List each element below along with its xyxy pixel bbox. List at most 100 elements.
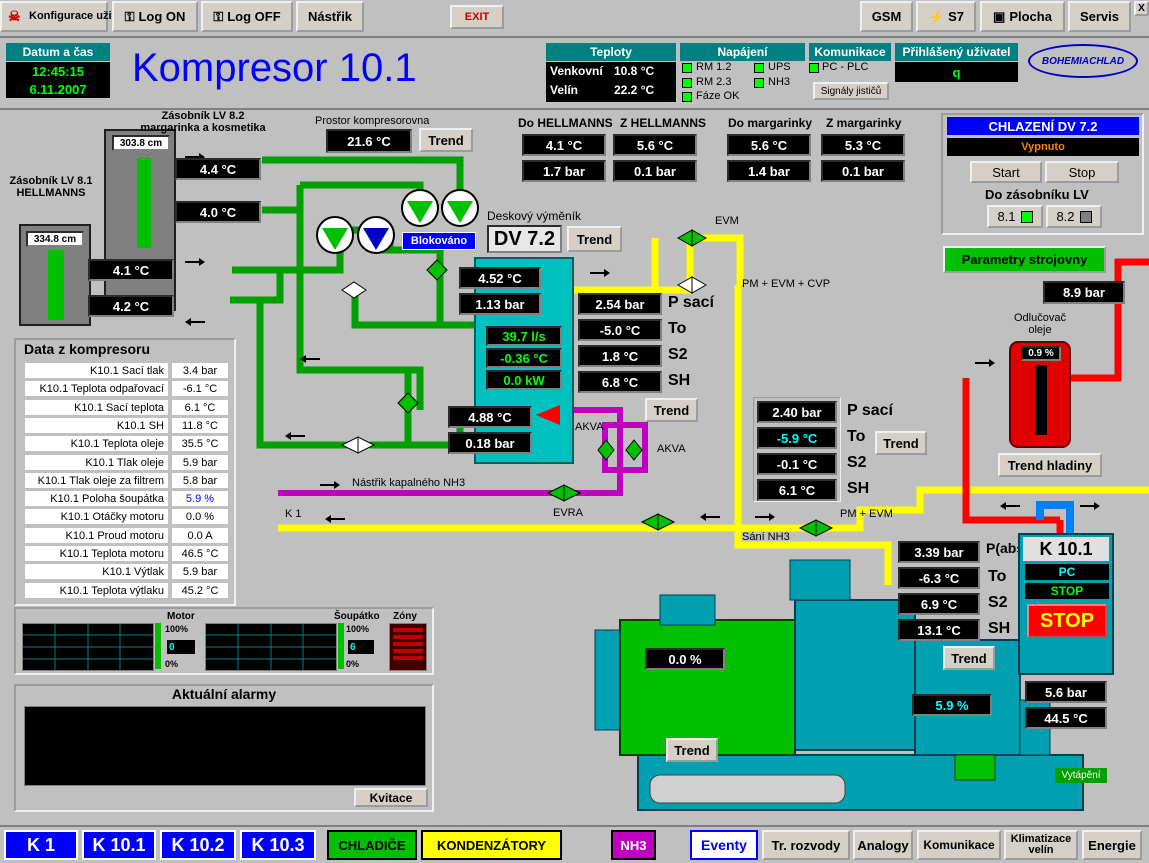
tank-81-select-button[interactable]: 8.1 [987,205,1043,228]
nav-nh3[interactable]: NH3 [611,830,656,860]
alarms-list[interactable] [24,706,426,786]
tank-82-select-button[interactable]: 8.2 [1046,205,1102,228]
logged-user-header: Přihlášený uživatel [895,43,1018,61]
slide-bar [338,623,344,669]
k101-trend-button[interactable]: Trend [943,646,995,670]
user-config-button[interactable]: ☠ Konfigurace uživatelů [0,1,143,32]
desktop-button[interactable]: ▣Plocha [980,1,1065,32]
row-value: 5.9 bar [171,453,229,471]
suction2-to: -5.9 °C [757,427,837,449]
k101-pressure: 3.39 bar [898,541,980,563]
service-button[interactable]: Servis [1068,1,1131,32]
header-divider [0,108,1149,110]
separator-pressure: 8.9 bar [1043,281,1125,304]
row-value: 35.5 °C [171,435,229,453]
blocked-badge: Blokováno [402,232,476,250]
nh3-led [754,78,764,88]
row-label: K10.1 Tlak oleje za filtrem [24,471,169,489]
exit-button[interactable]: EXIT [450,5,504,29]
row-value: 3.4 bar [171,362,229,379]
slide-position: 5.9 % [912,694,992,716]
nav-k103[interactable]: K 10.3 [240,830,316,860]
suction1-s2: 1.8 °C [578,345,662,367]
row-value: 5.9 bar [171,563,229,581]
s7-button[interactable]: ⚡S7 [916,1,976,32]
slide-value: 6 [348,640,374,654]
inactive-indicator-icon [1079,210,1092,223]
nav-klimatizace[interactable]: Klimatizace velín [1004,830,1078,860]
nav-energie[interactable]: Energie [1082,830,1142,860]
separator-label: Odlučovač oleje [1014,312,1066,336]
cooling-state: Vypnuto [947,138,1139,156]
k101-to: -6.3 °C [898,567,980,589]
tank-lv82-temp-in: 4.4 °C [175,158,261,180]
nav-events[interactable]: Eventy [690,830,758,860]
exchanger-temp-out: 4.88 °C [448,406,532,428]
suction2-pressure: 2.40 bar [757,401,837,423]
do-hellmanns-temp: 4.1 °C [522,134,606,156]
motor-trend-button[interactable]: Trend [666,738,718,762]
row-label: K10.1 Tlak oleje [24,453,169,471]
cooling-stop-button[interactable]: Stop [1045,161,1119,183]
nav-k1[interactable]: K 1 [4,830,78,860]
suction1-trend-button[interactable]: Trend [645,398,698,422]
faze-led [682,92,692,102]
nav-kondenzatory[interactable]: KONDENZÁTORY [421,830,562,860]
heating-indicator: Vytápění [1055,768,1107,783]
suction1-sh: 6.8 °C [578,371,662,393]
room-trend-button[interactable]: Trend [419,128,473,152]
row-label: K10.1 Proud motoru [24,526,169,544]
gsm-button[interactable]: GSM [860,1,913,32]
exchanger-trend-button[interactable]: Trend [567,226,622,252]
tank-lv81-temp-out: 4.2 °C [88,295,174,317]
key-icon: ⚿ [213,8,224,24]
acknowledge-button[interactable]: Kvitace [354,788,428,807]
logged-user: q [895,62,1018,82]
datetime-header: Datum a čas [6,43,110,61]
suction2-sh: 6.1 °C [757,479,837,501]
nav-komunikace[interactable]: Komunikace [917,830,1001,860]
nav-analogy[interactable]: Analogy [853,830,913,860]
log-on-button[interactable]: ⚿Log ON [112,1,198,32]
suction2-trend-button[interactable]: Trend [875,431,927,455]
pcplc-led [809,63,819,73]
separator-level: 0.9 % [1021,346,1061,361]
tank-lv81-level: 334.8 cm [26,231,84,247]
row-value: 11.8 °C [171,416,229,434]
machine-room-params-button[interactable]: Parametry strojovny [943,246,1106,273]
row-value: -6.1 °C [171,380,229,398]
discharge-temp: 44.5 °C [1025,707,1107,729]
log-off-button[interactable]: ⚿Log OFF [201,1,293,32]
nastrik-button[interactable]: Nástřik [296,1,364,32]
row-label: K10.1 Sací teplota [24,398,169,416]
cooling-start-button[interactable]: Start [970,161,1042,183]
nav-k101[interactable]: K 10.1 [82,830,156,860]
toolbar-divider [0,36,1149,38]
cooling-title: CHLAZENÍ DV 7.2 [947,117,1139,135]
row-value: 5.8 bar [171,471,229,489]
k101-stop-button[interactable]: STOP [1027,604,1107,638]
close-button[interactable]: X [1134,1,1149,16]
compressor-data-title: Data z kompresoru [24,341,151,357]
k101-sh: 13.1 °C [898,619,980,641]
nav-k102[interactable]: K 10.2 [160,830,236,860]
exchanger-delta-t: -0.36 °C [486,348,562,368]
nav-chladice[interactable]: CHLADIČE [327,830,417,860]
z-margarinky-pressure: 0.1 bar [821,160,905,182]
k101-state: STOP [1025,583,1109,599]
do-margarinky-pressure: 1.4 bar [727,160,811,182]
temperatures-panel: Venkovní 10.8 °C Velín 22.2 °C [546,62,676,102]
nav-rozvody[interactable]: Tr. rozvody [762,830,850,860]
breaker-signals-button[interactable]: Signály jističů [813,82,889,100]
separator-trend-button[interactable]: Trend hladiny [998,453,1102,477]
motor-bar [155,623,161,669]
do-hellmanns-pressure: 1.7 bar [522,160,606,182]
window-icon: ▣ [993,8,1006,24]
